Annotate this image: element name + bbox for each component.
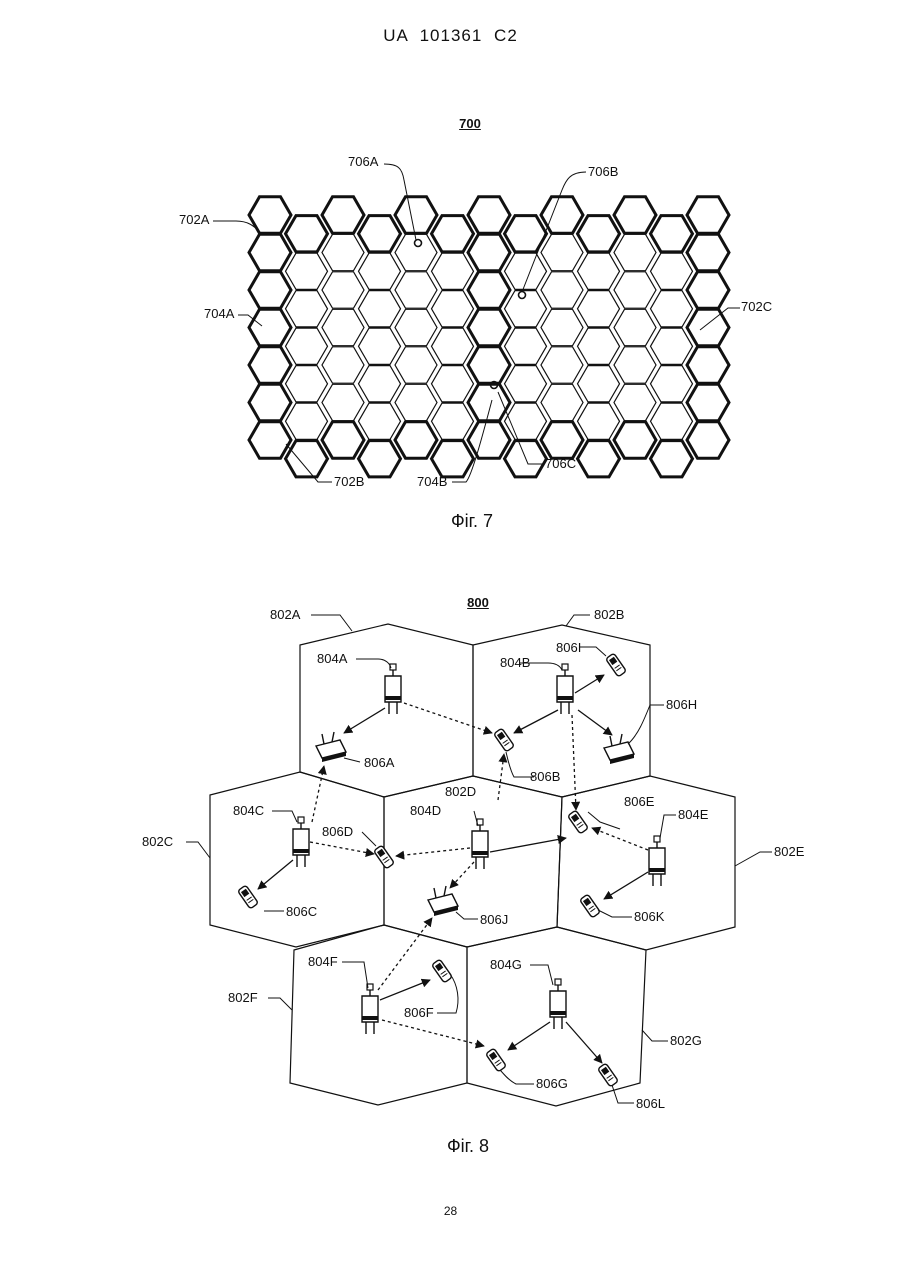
label-806b: 806B: [530, 769, 560, 784]
label-804f: 804F: [308, 954, 338, 969]
label-804e: 804E: [678, 807, 709, 822]
label-806g: 806G: [536, 1076, 568, 1091]
label-804a: 804A: [317, 651, 348, 666]
base-station-804e-icon: [649, 836, 665, 886]
label-802f: 802F: [228, 990, 258, 1005]
label-804b: 804B: [500, 655, 530, 670]
label-802b: 802B: [594, 607, 624, 622]
phone-806f-icon: [432, 959, 453, 983]
base-station-804a-icon: [385, 664, 401, 714]
label-806j: 806J: [480, 912, 508, 927]
label-806l: 806L: [636, 1096, 665, 1111]
label-804c: 804C: [233, 803, 264, 818]
label-802c: 802C: [142, 834, 173, 849]
fig8-caption: Фіг. 8: [408, 1136, 528, 1157]
fig8-dashed-links: [310, 703, 648, 1046]
base-station-804c-icon: [293, 817, 309, 867]
page-number: 28: [0, 1204, 901, 1218]
cell-802a: [300, 624, 473, 797]
phone-806i-icon: [606, 653, 627, 677]
laptop-806a-icon: [316, 732, 346, 762]
label-804d: 804D: [410, 803, 441, 818]
laptop-806h-icon: [604, 734, 634, 764]
phone-806g-icon: [486, 1048, 507, 1072]
base-station-804d-icon: [472, 819, 488, 869]
label-806c: 806C: [286, 904, 317, 919]
phone-806k-icon: [580, 894, 601, 918]
label-806e: 806E: [624, 794, 655, 809]
label-802e: 802E: [774, 844, 805, 859]
label-806k: 806K: [634, 909, 665, 924]
base-station-804b-icon: [557, 664, 573, 714]
label-806d: 806D: [322, 824, 353, 839]
phone-806l-icon: [598, 1063, 619, 1087]
base-station-804g-icon: [550, 979, 566, 1029]
cell-802d: [384, 776, 562, 947]
laptop-806j-icon: [428, 886, 458, 916]
phone-806e-icon: [568, 810, 589, 834]
fig8-leader-lines: [186, 615, 772, 1103]
label-802a: 802A: [270, 607, 301, 622]
label-806a: 806A: [364, 755, 395, 770]
label-802d: 802D: [445, 784, 476, 799]
phone-806c-icon: [238, 885, 259, 909]
label-802g: 802G: [670, 1033, 702, 1048]
label-806f: 806F: [404, 1005, 434, 1020]
label-806h: 806H: [666, 697, 697, 712]
fig8-solid-links: [258, 675, 648, 1063]
base-station-804f-icon: [362, 984, 378, 1034]
label-806i: 806I: [556, 640, 581, 655]
phone-806b-icon: [494, 728, 515, 752]
label-804g: 804G: [490, 957, 522, 972]
phone-806d-icon: [374, 845, 395, 869]
